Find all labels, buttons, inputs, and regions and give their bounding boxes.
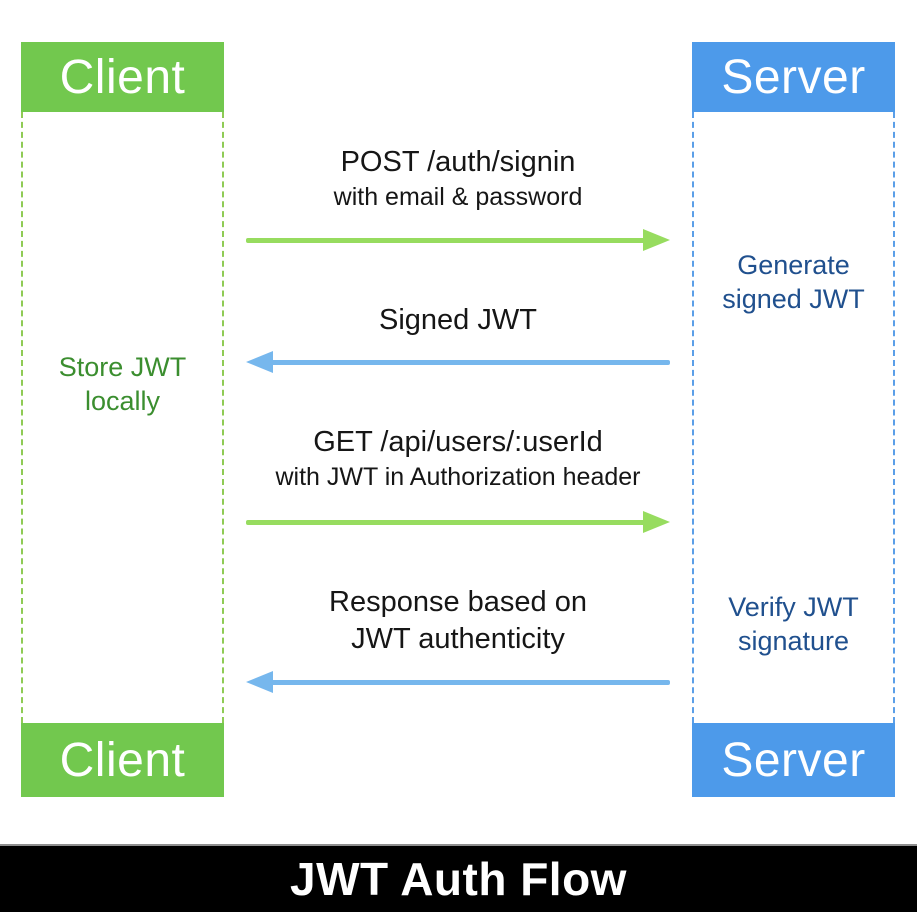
message-response: Response based on JWT authenticity: [224, 584, 692, 658]
title-bar: JWT Auth Flow: [0, 844, 917, 912]
note-generate-signed-jwt: Generate signed JWT: [692, 248, 895, 316]
message-line-primary: GET /api/users/:userId: [313, 426, 603, 458]
note-line: Verify JWT: [728, 592, 859, 622]
message-signed-jwt: Signed JWT: [224, 302, 692, 339]
client-label: Client: [59, 50, 186, 104]
message-post-signin: POST /auth/signin with email & password: [224, 144, 692, 214]
arrow-left-icon: [246, 671, 670, 693]
client-footer-box: Client: [21, 723, 224, 797]
note-line: Store JWT: [58, 352, 187, 382]
message-line-secondary: JWT authenticity: [351, 623, 565, 655]
note-line: signed JWT: [722, 284, 865, 314]
note-line: signature: [737, 626, 850, 656]
arrow-head: [246, 351, 273, 373]
client-lifeline-body: [21, 112, 224, 723]
server-lifeline-body: [692, 112, 895, 723]
arrow-shaft: [246, 238, 648, 243]
server-label: Server: [721, 733, 866, 787]
arrow-left-icon: [246, 351, 670, 373]
server-label: Server: [721, 50, 866, 104]
arrow-head: [643, 229, 670, 251]
message-line-primary: POST /auth/signin: [340, 146, 576, 178]
message-line-secondary: with email & password: [333, 183, 583, 211]
arrow-shaft: [268, 680, 670, 685]
arrow-head: [643, 511, 670, 533]
server-header-box: Server: [692, 42, 895, 112]
arrow-right-icon: [246, 229, 670, 251]
note-line: locally: [84, 386, 161, 416]
arrow-right-icon: [246, 511, 670, 533]
server-footer-box: Server: [692, 723, 895, 797]
message-get-user: GET /api/users/:userId with JWT in Autho…: [224, 424, 692, 494]
client-lifeline: Client Client: [21, 42, 224, 797]
message-line-secondary: with JWT in Authorization header: [275, 463, 641, 491]
client-header-box: Client: [21, 42, 224, 112]
note-line: Generate: [737, 250, 850, 280]
message-line-primary: Response based on: [329, 586, 587, 618]
client-label: Client: [59, 733, 186, 787]
page-title: JWT Auth Flow: [290, 853, 627, 905]
note-store-jwt-locally: Store JWT locally: [21, 350, 224, 418]
note-verify-jwt-signature: Verify JWT signature: [692, 590, 895, 658]
server-lifeline: Server Server: [692, 42, 895, 797]
arrow-shaft: [268, 360, 670, 365]
message-line-primary: Signed JWT: [379, 304, 537, 336]
arrow-head: [246, 671, 273, 693]
arrow-shaft: [246, 520, 648, 525]
